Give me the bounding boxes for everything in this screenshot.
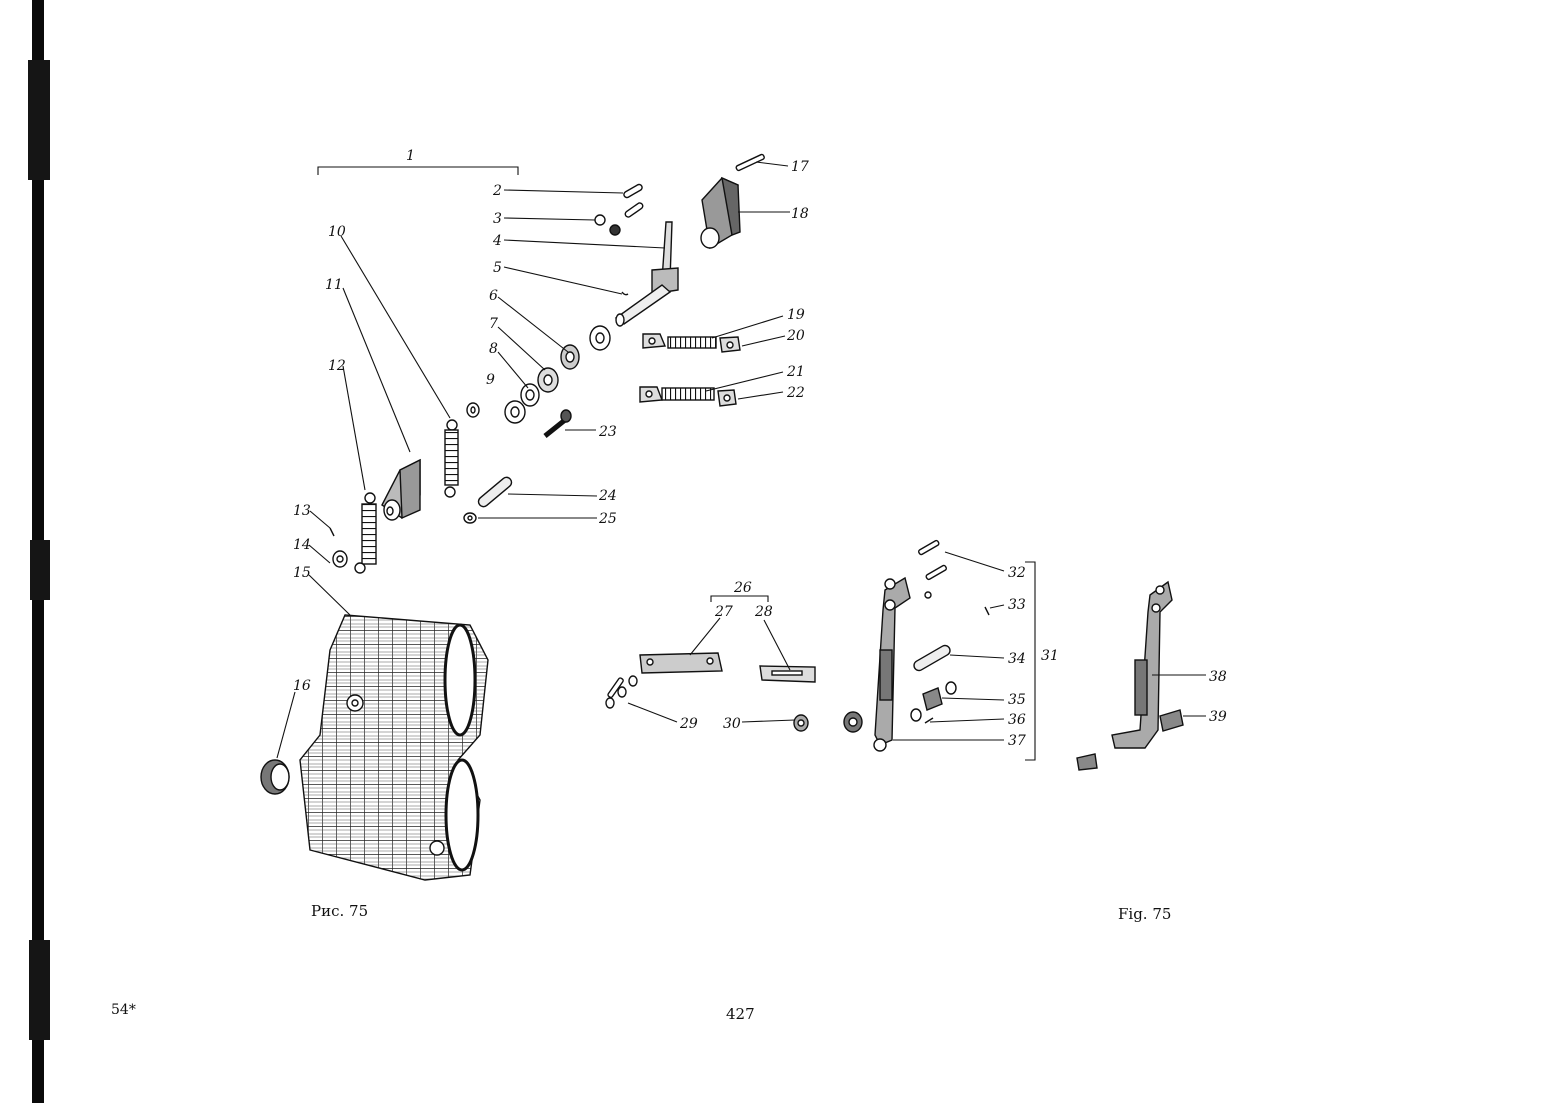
part-38-rod — [1111, 580, 1173, 749]
part-9-rings — [466, 383, 540, 424]
callout-21: 21 — [786, 364, 805, 380]
part-5-pin — [621, 291, 629, 296]
part-13-split-pin — [329, 527, 335, 537]
callout-29: 29 — [679, 716, 698, 732]
part-18-bracket — [700, 176, 741, 250]
part-15-housing — [299, 614, 489, 881]
part-ring — [843, 711, 863, 733]
callout-17: 17 — [791, 159, 809, 175]
callout-39: 39 — [1209, 709, 1227, 725]
callout-6: 6 — [489, 288, 498, 304]
callout-16: 16 — [293, 678, 311, 694]
part-4-lever — [614, 221, 679, 327]
callout-4: 4 — [492, 233, 502, 249]
part-8-ring — [537, 367, 559, 393]
part-24-pin — [477, 476, 513, 508]
part-20-end — [719, 336, 741, 353]
figure-caption-en: Fig. 75 — [1118, 905, 1172, 923]
bracket-26 — [710, 595, 769, 602]
part-36-washer — [910, 708, 934, 724]
callout-8: 8 — [489, 341, 498, 357]
part-23-bolt — [543, 409, 572, 438]
callout-36: 36 — [1008, 712, 1026, 728]
part-22-end — [717, 389, 737, 407]
part-32-pins — [918, 539, 947, 599]
part-29-pins — [605, 675, 638, 709]
bracket-31 — [1025, 561, 1036, 761]
callout-31: 31 — [1041, 648, 1059, 664]
binding-edge — [28, 0, 50, 1103]
callout-12: 12 — [328, 358, 346, 374]
callout-23: 23 — [598, 424, 617, 440]
callout-20: 20 — [786, 328, 805, 344]
part-34-pin — [913, 644, 951, 672]
part-11-bracket — [381, 458, 421, 521]
callout-22: 22 — [786, 385, 805, 401]
part-37-rod — [873, 576, 911, 752]
part-bushing-small — [1076, 753, 1098, 771]
callout-26: 26 — [733, 580, 752, 596]
part-30-bushing — [793, 714, 809, 732]
part-12-spring — [354, 492, 377, 574]
callout-33: 33 — [1008, 597, 1026, 613]
callout-10: 10 — [328, 224, 346, 240]
part-21-spring — [639, 386, 715, 403]
bracket-1 — [317, 166, 519, 175]
part-39-bushing — [1159, 709, 1184, 732]
part-25-washer — [463, 512, 477, 524]
figure-caption-ru: Рис. 75 — [311, 902, 369, 920]
part-3-clip — [594, 202, 644, 236]
callout-11: 11 — [325, 277, 343, 293]
part-16-seal — [260, 759, 290, 795]
callout-18: 18 — [791, 206, 809, 222]
part-19-spring — [642, 333, 717, 349]
callout-15: 15 — [293, 565, 311, 581]
part-33-pin — [984, 606, 990, 616]
callout-1: 1 — [406, 148, 415, 164]
part-27-plate — [639, 652, 723, 674]
callout-19: 19 — [787, 307, 805, 323]
callout-27: 27 — [714, 604, 733, 620]
part-7-bushing — [560, 344, 580, 370]
callout-13: 13 — [293, 503, 311, 519]
page-number: 427 — [726, 1005, 755, 1023]
callout-7: 7 — [489, 316, 498, 332]
callout-5: 5 — [493, 260, 502, 276]
part-10-spring — [444, 419, 459, 498]
part-35-bushing — [922, 681, 957, 711]
part-14-washer — [332, 550, 348, 568]
callout-32: 32 — [1008, 565, 1026, 581]
part-17-pin — [735, 153, 765, 172]
callout-3: 3 — [493, 211, 502, 227]
callout-30: 30 — [723, 716, 741, 732]
callout-34: 34 — [1008, 651, 1026, 667]
part-6-washer — [589, 325, 611, 351]
part-2-pin — [623, 183, 643, 199]
signature-mark: 54* — [111, 1002, 136, 1018]
callout-2: 2 — [492, 183, 502, 199]
callout-14: 14 — [293, 537, 311, 553]
callout-25: 25 — [598, 511, 617, 527]
callout-35: 35 — [1008, 692, 1026, 708]
callout-9: 9 — [486, 372, 495, 388]
part-28-plate — [759, 665, 816, 683]
callout-38: 38 — [1209, 669, 1227, 685]
callout-37: 37 — [1008, 733, 1026, 749]
callout-28: 28 — [754, 604, 773, 620]
leader-lines — [276, 161, 1206, 761]
callout-24: 24 — [598, 488, 617, 504]
callout-labels: 1 2 3 4 5 6 7 8 9 10 11 12 13 14 15 16 1… — [293, 148, 1227, 749]
